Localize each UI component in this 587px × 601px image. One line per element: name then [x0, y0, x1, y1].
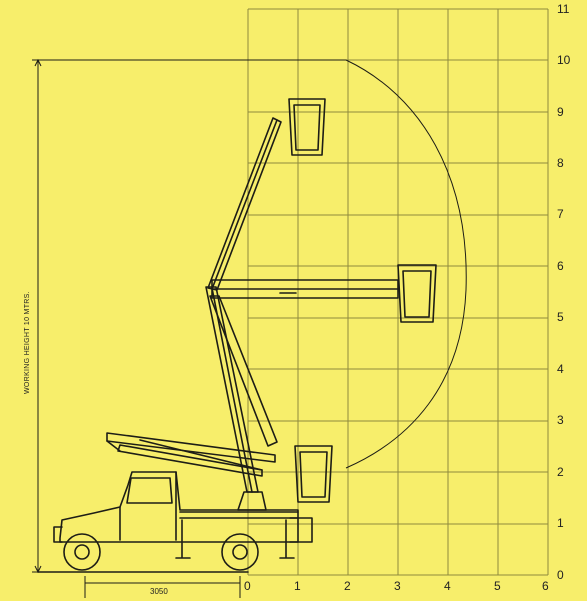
- bucket-low: [294, 445, 333, 503]
- working-height-dimension: [32, 58, 248, 574]
- y-tick-label: 5: [557, 310, 564, 324]
- y-tick-label: 6: [557, 259, 564, 273]
- x-tick-label: 3: [394, 579, 401, 593]
- x-tick-label: 4: [444, 579, 451, 593]
- y-tick-label: 7: [557, 207, 564, 221]
- y-tick-label: 9: [557, 105, 564, 119]
- working-height-label: WORKING HEIGHT 10 MTRS.: [24, 291, 31, 394]
- base-length-dimension: [84, 576, 241, 598]
- rear-wheel: [221, 533, 259, 571]
- y-tick-label: 0: [557, 568, 564, 582]
- rear-outrigger: [279, 519, 295, 559]
- x-axis-tick-labels: 0 1 2 3 4 5 6: [244, 579, 549, 593]
- x-tick-label: 0: [244, 579, 251, 593]
- turret: [237, 491, 267, 511]
- y-tick-label: 3: [557, 413, 564, 427]
- bucket-mid: [397, 264, 437, 323]
- front-wheel: [63, 533, 101, 571]
- x-tick-label: 2: [344, 579, 351, 593]
- bucket-high: [288, 98, 326, 156]
- truck-body-outline: [59, 471, 299, 543]
- x-tick-label: 1: [294, 579, 301, 593]
- upper-boom-high: [207, 117, 282, 291]
- y-axis-tick-labels: 0 1 2 3 4 5 6 7 8 9 10 11: [557, 2, 571, 582]
- lower-boom: [205, 286, 259, 493]
- y-tick-label: 1: [557, 516, 564, 530]
- cab-window: [126, 477, 173, 504]
- upper-boom-horizontal: [211, 279, 399, 299]
- y-tick-label: 8: [557, 156, 564, 170]
- front-bumper: [53, 526, 63, 543]
- base-length-label: 3050: [150, 587, 168, 596]
- y-tick-label: 10: [557, 53, 571, 67]
- upper-boom-low: [209, 295, 278, 447]
- y-tick-label: 2: [557, 465, 564, 479]
- x-tick-label: 6: [542, 579, 549, 593]
- y-tick-label: 11: [557, 2, 570, 16]
- x-tick-label: 5: [494, 579, 501, 593]
- front-outrigger: [175, 519, 191, 559]
- rear-bumper: [289, 517, 313, 543]
- truck: [53, 471, 313, 571]
- working-envelope-curve: [248, 59, 467, 469]
- y-tick-label: 4: [557, 362, 564, 376]
